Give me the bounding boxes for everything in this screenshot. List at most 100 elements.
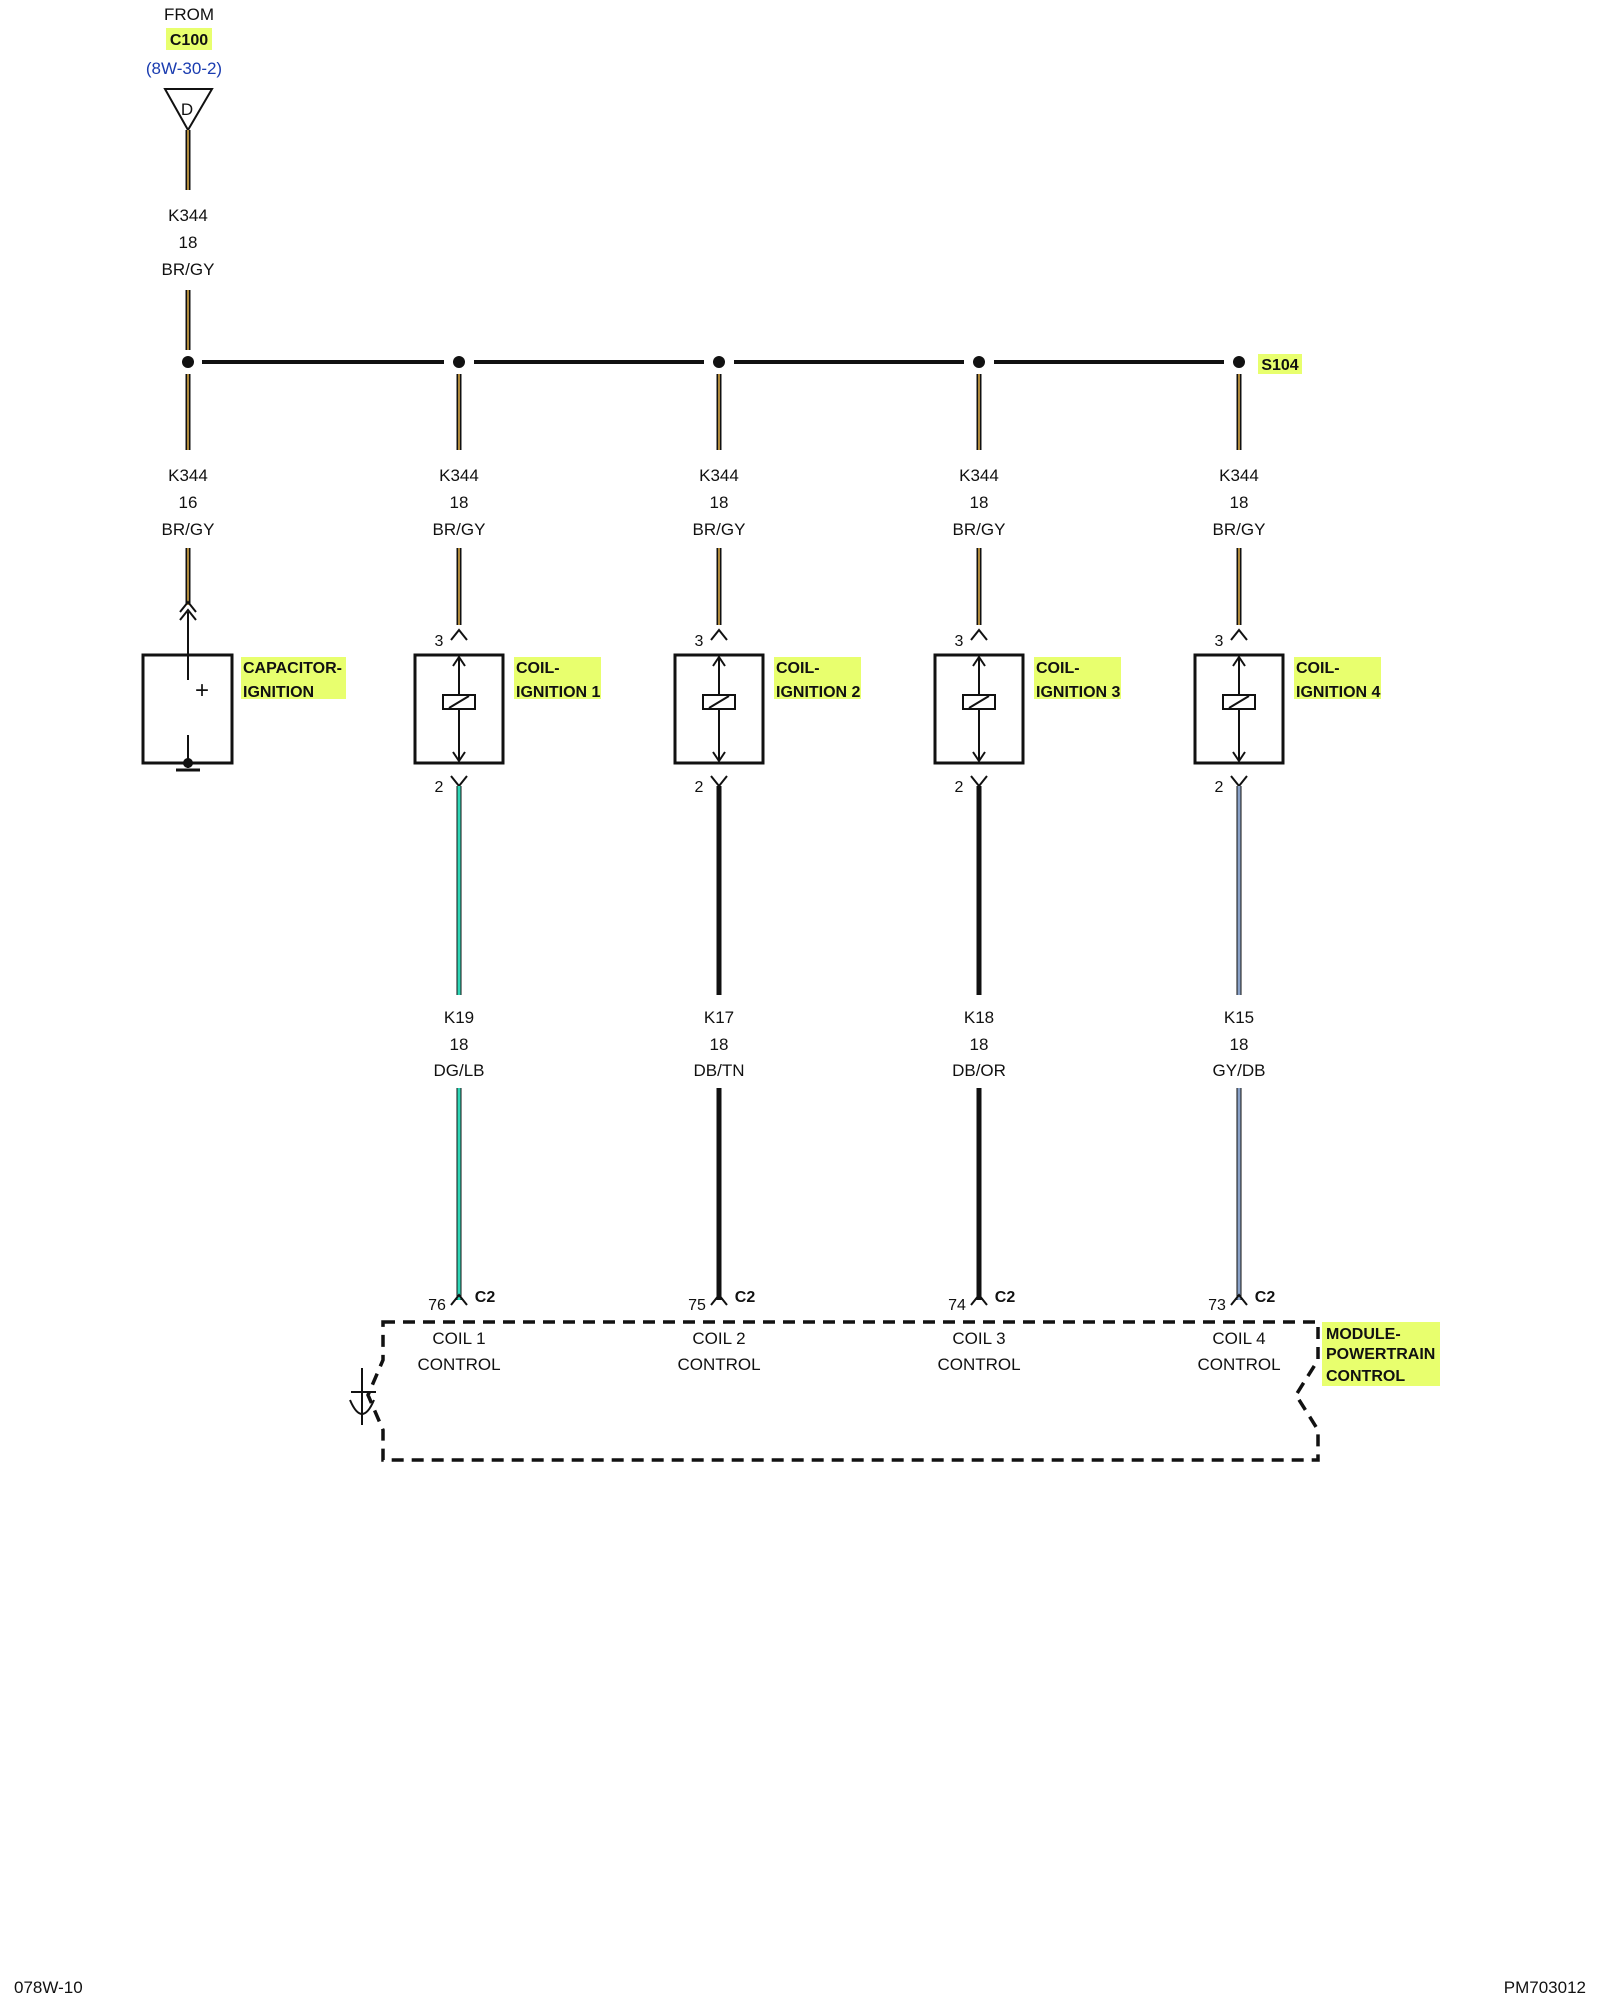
coil-pin-bottom-connector-icon — [1230, 775, 1248, 788]
coil-pin-top-connector-icon — [450, 628, 468, 641]
connector-pin-triangle — [163, 88, 214, 133]
coil-pin-top: 3 — [435, 633, 444, 650]
coil-feed-color: BR/GY — [1213, 520, 1266, 539]
pcm-function-line1: COIL 1 — [432, 1329, 485, 1348]
splice-label: S104 — [1261, 357, 1298, 374]
coil-control-gauge: 18 — [450, 1035, 469, 1054]
capacitor-inline-connector-icon — [179, 600, 197, 621]
feed-wire-color: BR/GY — [162, 260, 215, 279]
pcm-pin-connector-icon — [450, 1293, 468, 1306]
splice-highlight — [1258, 354, 1302, 374]
pcm-pin-connector-icon — [1230, 1293, 1248, 1306]
coil-name-line2: IGNITION 1 — [516, 684, 601, 701]
coil-pin-bottom: 2 — [435, 779, 444, 796]
connector-pin-label: D — [181, 100, 193, 119]
from-label: FROM — [164, 5, 214, 24]
coil-control-circuit: K18 — [964, 1008, 994, 1027]
module-ground-icon — [349, 1368, 376, 1425]
coil-control-color: GY/DB — [1213, 1061, 1266, 1080]
coil-feed-circuit: K344 — [439, 466, 479, 485]
coil-feed-color: BR/GY — [693, 520, 746, 539]
coil-name-line1: COIL- — [1296, 660, 1340, 677]
coil-feed-gauge: 18 — [450, 493, 469, 512]
pcm-pin-connector-icon — [710, 1293, 728, 1306]
pcm-pin-number: 75 — [688, 1297, 706, 1314]
feed-wire-gauge: 18 — [179, 233, 198, 252]
coil-pin-bottom: 2 — [695, 779, 704, 796]
capacitor-wire-circuit: K344 — [168, 466, 208, 485]
pcm-pin-number: 74 — [948, 1297, 966, 1314]
coil-feed-circuit: K344 — [1219, 466, 1259, 485]
coil-name-highlight — [1034, 657, 1121, 699]
footer-left-code: 078W-10 — [14, 1978, 83, 1997]
coil-feed-color: BR/GY — [433, 520, 486, 539]
coil-control-gauge: 18 — [1230, 1035, 1249, 1054]
pcm-pin-number: 73 — [1208, 1297, 1226, 1314]
coil-control-color: DB/TN — [694, 1061, 745, 1080]
coil-pin-top: 3 — [695, 633, 704, 650]
capacitor-name-line1: CAPACITOR- — [243, 660, 342, 677]
coil-name-highlight — [514, 657, 601, 699]
coil-control-color: DB/OR — [952, 1061, 1006, 1080]
coil-winding-slash — [448, 695, 470, 709]
c100-connector-label: C100 — [170, 32, 208, 49]
capacitor-wire-color: BR/GY — [162, 520, 215, 539]
page-ref-link[interactable]: (8W-30-2) — [146, 59, 222, 78]
coil-pin-bottom: 2 — [1215, 779, 1224, 796]
capacitor-name-highlight — [241, 657, 346, 699]
coil-feed-gauge: 18 — [970, 493, 989, 512]
pcm-function-line2: CONTROL — [677, 1355, 760, 1374]
pcm-function-line1: COIL 2 — [692, 1329, 745, 1348]
coil-pin-top: 3 — [1215, 633, 1224, 650]
pcm-function-line1: COIL 4 — [1212, 1329, 1265, 1348]
coil-name-line2: IGNITION 4 — [1296, 684, 1381, 701]
capacitor-ground-dot — [183, 758, 193, 768]
coil-name-highlight — [774, 657, 861, 699]
module-name-line2: POWERTRAIN — [1326, 1346, 1435, 1363]
splice-node — [1233, 356, 1245, 368]
pcm-pin-number: 76 — [428, 1297, 446, 1314]
capacitor-name-line2: IGNITION — [243, 684, 314, 701]
coil-pin-bottom-connector-icon — [970, 775, 988, 788]
pcm-pin-connector-icon — [970, 1293, 988, 1306]
coil-pin-bottom-connector-icon — [710, 775, 728, 788]
module-outline — [366, 1320, 1320, 1462]
coil-name-line1: COIL- — [776, 660, 820, 677]
coil-name-line2: IGNITION 3 — [1036, 684, 1121, 701]
splice-node — [973, 356, 985, 368]
coil-name-line2: IGNITION 2 — [776, 684, 861, 701]
coil-internal-arrows-icon — [452, 655, 466, 763]
coil-pin-top-connector-icon — [710, 628, 728, 641]
pcm-function-line2: CONTROL — [1197, 1355, 1280, 1374]
coil-internal-arrows-icon — [712, 655, 726, 763]
coil-control-color: DG/LB — [433, 1061, 484, 1080]
coil-control-circuit: K19 — [444, 1008, 474, 1027]
source-reference: FROM C100 (8W-30-2) D — [146, 5, 222, 133]
coil-feed-gauge: 18 — [710, 493, 729, 512]
capacitor-plus-symbol: + — [195, 677, 209, 704]
coil-control-circuit: K15 — [1224, 1008, 1254, 1027]
coil-name-line1: COIL- — [1036, 660, 1080, 677]
coil-winding-slash — [1228, 695, 1250, 709]
capacitor-branch: K344 16 BR/GY + CAPACITOR- IGNITION — [141, 374, 346, 772]
pcm-function-line2: CONTROL — [417, 1355, 500, 1374]
coil-internal-arrows-icon — [972, 655, 986, 763]
module-name-highlight — [1322, 1322, 1440, 1386]
footer-right-code: PM703012 — [1504, 1978, 1586, 1997]
pcm-function-line1: COIL 3 — [952, 1329, 1005, 1348]
splice-node — [453, 356, 465, 368]
splice-bus: S104 — [182, 354, 1302, 374]
coil-pin-bottom: 2 — [955, 779, 964, 796]
powertrain-control-module: MODULE- POWERTRAIN CONTROL — [349, 1320, 1440, 1462]
pcm-connector-label: C2 — [1255, 1289, 1276, 1306]
pcm-connector-label: C2 — [735, 1289, 756, 1306]
coil-control-gauge: 18 — [710, 1035, 729, 1054]
coil-feed-circuit: K344 — [699, 466, 739, 485]
feed-wire-circuit: K344 — [168, 206, 208, 225]
feed-wire: K344 18 BR/GY — [162, 130, 215, 350]
